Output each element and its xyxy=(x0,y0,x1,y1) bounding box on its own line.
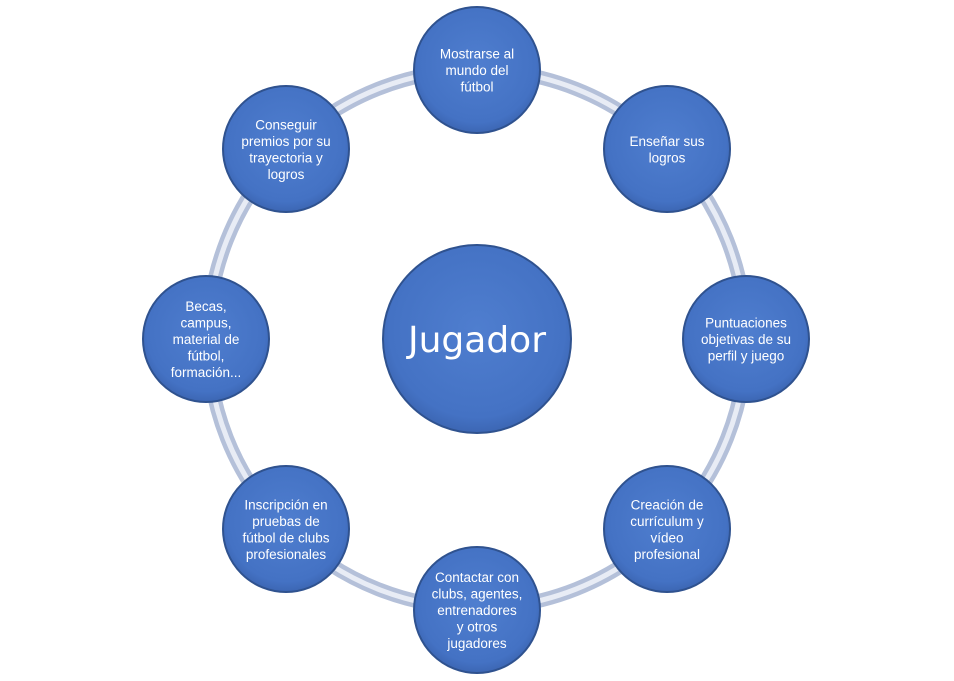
node-label-line: Becas, xyxy=(185,299,226,314)
node-label-line: perfil y juego xyxy=(708,349,785,364)
node-label-line: Creación de xyxy=(631,497,704,512)
node-label-line: fútbol, xyxy=(188,349,225,364)
node-label-line: jugadores xyxy=(446,636,507,651)
node-label: Contactar con clubs, agentes,entrenadores… xyxy=(432,570,523,651)
node-label-line: clubs, agentes, xyxy=(432,587,523,602)
node-label-line: pruebas de xyxy=(252,514,320,529)
node-circle xyxy=(413,546,541,674)
node-circle xyxy=(682,275,810,403)
node-label-line: fútbol xyxy=(460,80,493,95)
node-label-line: objetivas de su xyxy=(701,332,791,347)
node-circle xyxy=(142,275,270,403)
node-label-line: Contactar con xyxy=(435,570,519,585)
node-label-line: premios por su xyxy=(241,134,330,149)
center-circle xyxy=(382,244,572,434)
node-left: Becas, campus,material de fútbol,formación… xyxy=(142,275,270,403)
node-label-line: profesional xyxy=(634,547,700,562)
node-label-line: Inscripción en xyxy=(244,497,327,512)
node-label-line: campus, xyxy=(180,316,231,331)
node-label-line: trayectoria y xyxy=(249,150,323,165)
node-label-line: profesionales xyxy=(246,547,327,562)
node-label-line: currículum y xyxy=(630,514,704,529)
node-label-line: material de xyxy=(173,332,240,347)
node-label: Becas, campus,material de fútbol,formación… xyxy=(171,299,242,380)
center-node: Jugador xyxy=(382,244,572,434)
node-circle xyxy=(222,85,350,213)
node-label-line: fútbol de clubs xyxy=(242,530,329,545)
node-circle xyxy=(413,6,541,134)
node-circle xyxy=(222,465,350,593)
node-label-line: Conseguir xyxy=(255,117,317,132)
node-label-line: mundo del xyxy=(445,63,508,78)
node-label-line: Mostrarse al xyxy=(440,47,514,62)
node-circle xyxy=(603,465,731,593)
node-bottom: Contactar con clubs, agentes,entrenadores… xyxy=(413,546,541,674)
node-label-line: Puntuaciones xyxy=(705,316,787,331)
node-label-line: y otros xyxy=(457,620,498,635)
center-label: Jugador xyxy=(406,320,546,361)
node-label-line: logros xyxy=(268,167,305,182)
node-label-line: logros xyxy=(649,150,686,165)
node-label-line: entrenadores xyxy=(437,603,517,618)
node-circle xyxy=(603,85,731,213)
node-label-line: Enseñar sus xyxy=(629,134,704,149)
node-label-line: formación... xyxy=(171,365,242,380)
node-label-line: vídeo xyxy=(650,530,683,545)
